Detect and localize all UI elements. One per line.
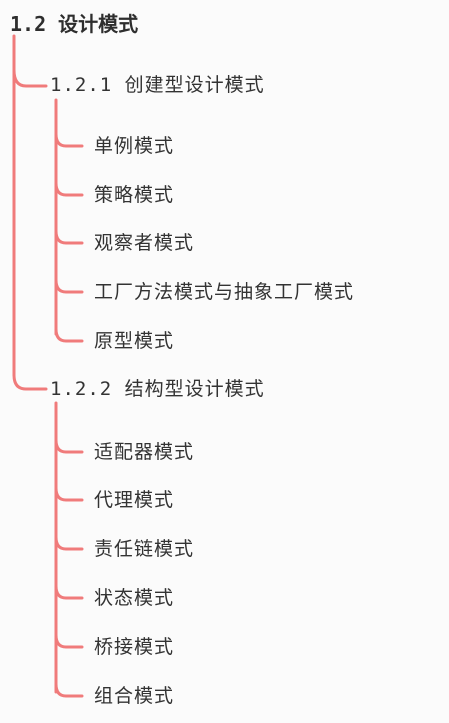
root-to-section-2-connector: [12, 373, 48, 391]
section-2-item-4-connector: [54, 584, 84, 600]
root-to-section-1-connector: [12, 68, 48, 88]
section-node-structural[interactable]: 1.2.2 结构型设计模式: [50, 378, 265, 400]
section-1-item-1-connector: [54, 132, 84, 148]
leaf-node-state[interactable]: 状态模式: [94, 587, 175, 609]
leaf-node-chain-of-responsibility[interactable]: 责任链模式: [94, 538, 195, 560]
leaf-node-singleton[interactable]: 单例模式: [94, 135, 175, 157]
leaf-node-proxy[interactable]: 代理模式: [94, 489, 175, 511]
section-2-item-1-connector: [54, 438, 84, 454]
leaf-node-composite[interactable]: 组合模式: [94, 685, 175, 707]
section-2-item-3-connector: [54, 535, 84, 551]
section-2-item-6-connector: [54, 682, 84, 698]
section-1-item-3-connector: [54, 229, 84, 245]
leaf-node-strategy[interactable]: 策略模式: [94, 184, 175, 206]
section-node-creational[interactable]: 1.2.1 创建型设计模式: [50, 74, 265, 96]
leaf-node-observer[interactable]: 观察者模式: [94, 232, 195, 254]
root-node-title[interactable]: 1.2 设计模式: [10, 12, 139, 36]
section-2-item-5-connector: [54, 633, 84, 649]
section-2-item-2-connector: [54, 486, 84, 502]
leaf-node-bridge[interactable]: 桥接模式: [94, 636, 175, 658]
leaf-node-prototype[interactable]: 原型模式: [94, 330, 175, 352]
leaf-node-factory[interactable]: 工厂方法模式与抽象工厂模式: [94, 281, 355, 303]
section-1-item-2-connector: [54, 181, 84, 197]
section-1-item-5-connector: [54, 327, 84, 343]
leaf-node-adapter[interactable]: 适配器模式: [94, 441, 195, 463]
section-1-item-4-connector: [54, 278, 84, 294]
